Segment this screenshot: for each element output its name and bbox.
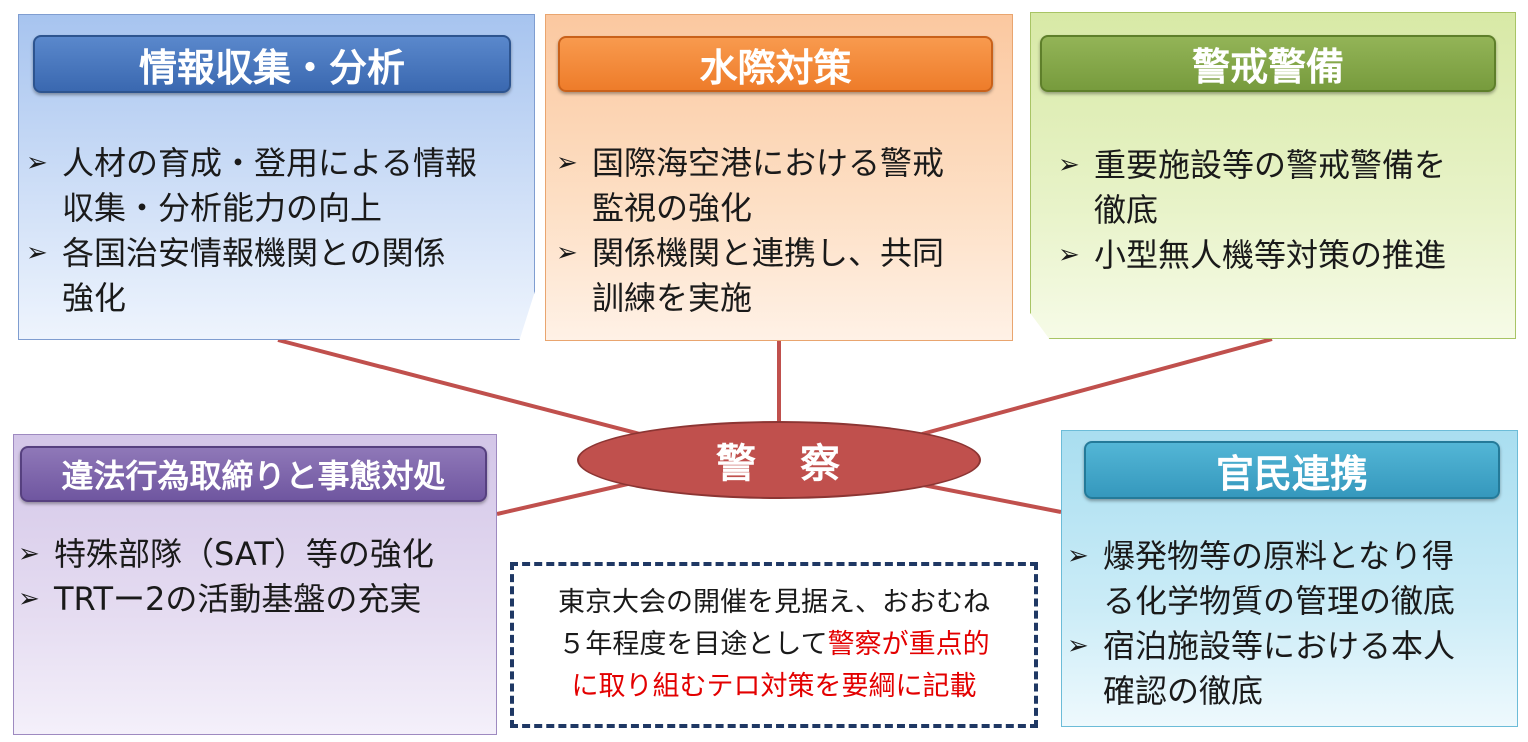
list-item: ➢ 宿泊施設等における本人 確認の徹底 [1061, 624, 1518, 714]
arrow-bullet-icon: ➢ [26, 148, 48, 178]
summary-note-text: 東京大会の開催を見据え、おおむね ５年程度を目途として警察が重点的 に取り組むテ… [558, 582, 990, 708]
arrow-bullet-icon: ➢ [1058, 150, 1080, 180]
arrow-bullet-icon: ➢ [1067, 541, 1089, 571]
illegal-list: ➢ 特殊部隊（SAT）等の強化 ➢ TRTー2の活動基盤の充実 [12, 532, 497, 622]
arrow-bullet-icon: ➢ [556, 148, 578, 178]
note-line-2: ５年程度を目途として [558, 629, 828, 660]
public-private-list: ➢ 爆発物等の原料となり得 る化学物質の管理の徹底 ➢ 宿泊施設等における本人 確認… [1061, 534, 1518, 714]
list-item: ➢ 各国治安情報機関との関係 強化 [20, 231, 535, 321]
list-item: ➢ 人材の育成・登用による情報 収集・分析能力の向上 [20, 141, 535, 231]
guard-list: ➢ 重要施設等の警戒警備を 徹底 ➢ 小型無人機等対策の推進 [1052, 143, 1516, 278]
guard-title: 警戒警備 [1040, 35, 1496, 92]
list-item: ➢ 特殊部隊（SAT）等の強化 [12, 532, 497, 577]
arrow-bullet-icon: ➢ [1058, 240, 1080, 270]
connector-publicprivate [917, 482, 1062, 514]
list-item-text: 特殊部隊（SAT）等の強化 [54, 535, 434, 573]
list-item-text: 関係機関と連携し、共同 訓練を実施 [592, 234, 945, 317]
public-private-title: 官民連携 [1084, 441, 1500, 499]
note-line-1: 東京大会の開催を見据え、おおむね [558, 587, 990, 618]
arrow-bullet-icon: ➢ [26, 238, 48, 268]
list-item: ➢ 爆発物等の原料となり得 る化学物質の管理の徹底 [1061, 534, 1518, 624]
info-title: 情報収集・分析 [33, 35, 511, 93]
arrow-bullet-icon: ➢ [18, 584, 40, 614]
note-highlight-1: 警察が重点的 [827, 629, 990, 660]
list-item: ➢ 関係機関と連携し、共同 訓練を実施 [550, 231, 1010, 321]
connector-illegal [496, 481, 633, 516]
arrow-bullet-icon: ➢ [556, 238, 578, 268]
list-item-text: 国際海空港における警戒 監視の強化 [592, 144, 945, 227]
list-item-text: TRTー2の活動基盤の充実 [54, 580, 422, 618]
connector-info [277, 338, 641, 436]
summary-note: 東京大会の開催を見据え、おおむね ５年程度を目途として警察が重点的 に取り組むテ… [510, 562, 1038, 728]
list-item-text: 人材の育成・登用による情報 収集・分析能力の向上 [62, 144, 478, 227]
list-item-text: 爆発物等の原料となり得 る化学物質の管理の徹底 [1103, 537, 1456, 620]
arrow-bullet-icon: ➢ [18, 539, 40, 569]
list-item: ➢ 小型無人機等対策の推進 [1052, 233, 1516, 278]
water-list: ➢ 国際海空港における警戒 監視の強化 ➢ 関係機関と連携し、共同 訓練を実施 [550, 141, 1010, 321]
connector-guard [921, 337, 1273, 436]
water-title: 水際対策 [558, 36, 993, 92]
arrow-bullet-icon: ➢ [1067, 631, 1089, 661]
note-highlight-2: に取り組むテロ対策を要綱に記載 [571, 671, 977, 702]
police-center-node: 警 察 [577, 421, 981, 499]
list-item-text: 重要施設等の警戒警備を 徹底 [1094, 146, 1447, 229]
list-item: ➢ TRTー2の活動基盤の充実 [12, 577, 497, 622]
list-item-text: 各国治安情報機関との関係 強化 [62, 234, 446, 317]
list-item: ➢ 重要施設等の警戒警備を 徹底 [1052, 143, 1516, 233]
list-item: ➢ 国際海空港における警戒 監視の強化 [550, 141, 1010, 231]
list-item-text: 宿泊施設等における本人 確認の徹底 [1103, 627, 1456, 710]
illegal-title: 違法行為取締りと事態対処 [20, 446, 487, 502]
list-item-text: 小型無人機等対策の推進 [1094, 236, 1447, 274]
info-list: ➢ 人材の育成・登用による情報 収集・分析能力の向上 ➢ 各国治安情報機関との関係 … [20, 141, 535, 321]
